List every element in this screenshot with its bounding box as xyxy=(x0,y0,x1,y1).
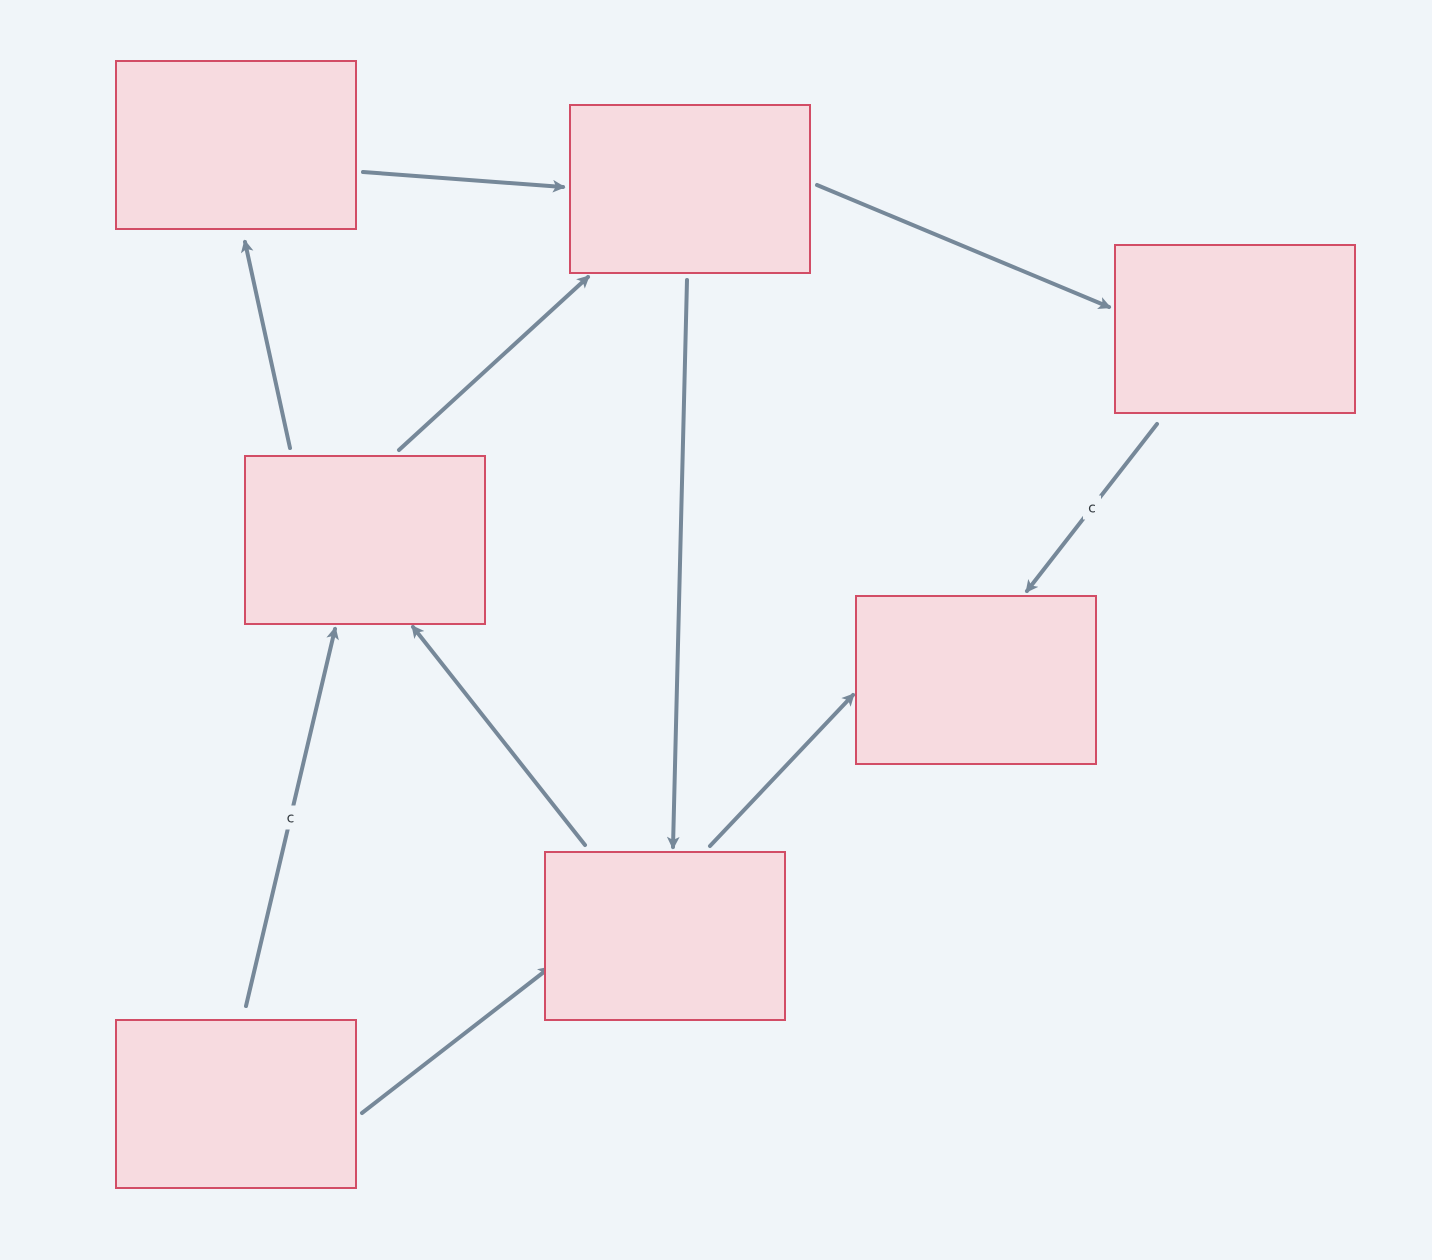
edge-n4-to-n2[interactable] xyxy=(397,275,590,452)
edge-n6-to-n5[interactable] xyxy=(708,693,855,848)
edge-line[interactable] xyxy=(708,693,855,848)
nodes-layer xyxy=(115,60,1356,1189)
edge-line[interactable] xyxy=(815,183,1112,309)
edge-n4-to-n1[interactable] xyxy=(240,239,292,450)
node-box[interactable] xyxy=(1114,244,1356,414)
edge-n2-to-n3[interactable] xyxy=(815,183,1112,309)
node-box[interactable] xyxy=(244,455,486,625)
edge-n1-to-n2[interactable] xyxy=(361,170,566,193)
node-n7[interactable] xyxy=(115,1019,357,1189)
node-n3[interactable] xyxy=(1114,244,1356,414)
edge-label: c xyxy=(287,811,295,827)
edge-line[interactable] xyxy=(361,170,566,193)
node-box[interactable] xyxy=(115,1019,357,1189)
node-n4[interactable] xyxy=(244,455,486,625)
edge-line[interactable] xyxy=(666,278,689,850)
edge-n2-to-n6[interactable] xyxy=(666,278,689,850)
node-box[interactable] xyxy=(115,60,357,230)
edge-label-background xyxy=(281,805,300,830)
node-box[interactable] xyxy=(544,851,786,1021)
node-box[interactable] xyxy=(855,595,1097,765)
edge-line[interactable] xyxy=(240,239,292,450)
edge-line[interactable] xyxy=(360,966,552,1115)
edge-label: c xyxy=(1088,501,1096,517)
edge-line[interactable] xyxy=(411,624,587,847)
edge-n6-to-n4[interactable] xyxy=(411,624,587,847)
node-n2[interactable] xyxy=(569,104,811,274)
edge-label-background xyxy=(1083,495,1101,520)
node-n5[interactable] xyxy=(855,595,1097,765)
edge-line[interactable] xyxy=(397,275,590,452)
node-n6[interactable] xyxy=(544,851,786,1021)
node-n1[interactable] xyxy=(115,60,357,230)
edge-labels-layer: cc xyxy=(281,495,1101,830)
node-box[interactable] xyxy=(569,104,811,274)
edge-n7-to-n6[interactable] xyxy=(360,966,552,1115)
